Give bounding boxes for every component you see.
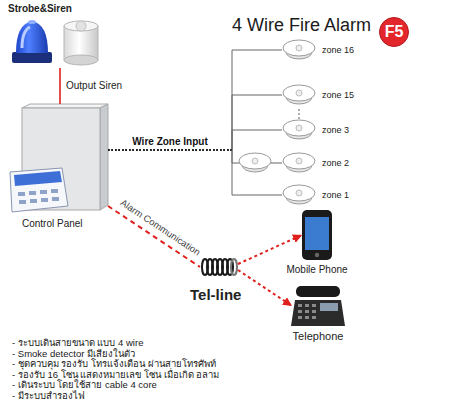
- strobe-light: [12, 20, 52, 63]
- node-label: Strobe&Siren: [8, 3, 72, 15]
- note-line: - ระบบเดินสายขนาด แบบ 4 wire: [12, 338, 143, 349]
- node-label: zone 3: [322, 125, 349, 135]
- telephone: Telephone: [292, 286, 344, 326]
- tel-line-coil: [202, 259, 237, 275]
- node-label: zone 1: [322, 190, 349, 200]
- connector-line: [232, 130, 282, 150]
- keypad-display: [14, 171, 62, 186]
- connector-line: [108, 149, 232, 150]
- node-label: Tel-line: [190, 286, 241, 303]
- connector-line: [108, 206, 200, 267]
- connector-label: Alarm Communication: [117, 197, 203, 259]
- keypad-body: [10, 168, 68, 212]
- detector-shape: [282, 84, 316, 106]
- mobile-phone-icon: [302, 210, 332, 260]
- connector-line: [108, 149, 232, 150]
- connector-line: [108, 149, 232, 150]
- node-label: zone 2: [322, 158, 349, 168]
- siren-horn: [76, 21, 86, 31]
- smoke-detector: zone 15: [282, 84, 316, 106]
- keypad: [10, 168, 68, 212]
- connector-line: [238, 270, 292, 306]
- smoke-detector: zone 3: [282, 119, 316, 141]
- f5-badge: F5: [379, 17, 409, 47]
- connector: [108, 206, 200, 267]
- smoke-detector: zone 16: [282, 39, 316, 61]
- connector-line: [108, 149, 232, 150]
- tel-line: Tel-line: [200, 256, 238, 278]
- note-line: - ชุดควบคุม รองรับ โทรแจ้งเตือน ผ่านสายโ…: [12, 359, 216, 370]
- node-label: Mobile Phone: [286, 264, 347, 276]
- phone-button: [315, 253, 319, 257]
- node-label: Control Panel: [22, 218, 83, 230]
- siren: [64, 21, 98, 65]
- node-label: zone 15: [322, 90, 354, 100]
- connector: [108, 95, 282, 150]
- smoke-detector: zone 2: [282, 152, 316, 174]
- connector-line: [232, 50, 282, 150]
- connector: [238, 235, 302, 264]
- note-line: - มีระบบสำรองไฟ: [12, 391, 85, 402]
- connector-line: [232, 95, 282, 150]
- node-label: zone 16: [322, 45, 354, 55]
- phone-screen: [305, 217, 329, 250]
- extra-smoke-detector: [239, 153, 271, 172]
- connector-line: [238, 235, 302, 264]
- connector: [238, 270, 292, 306]
- note-line: - รองรับ 16 โซน แสดงหมายเลข โซน เมื่อเกิ…: [12, 370, 219, 381]
- connector: [108, 150, 282, 195]
- strobe-siren: Strobe&Siren: [6, 2, 106, 68]
- note-line: - Smoke detector มีเสียงในตัว: [12, 349, 135, 360]
- connector: [108, 50, 282, 150]
- strobe-base: [12, 52, 52, 63]
- detector-shape: [282, 119, 316, 141]
- smoke-detector: zone 1: [282, 184, 316, 206]
- strobe-highlight: [22, 27, 30, 48]
- telephone-base: [291, 300, 345, 326]
- strobe-top: [28, 20, 36, 24]
- keypad-buttons: [18, 189, 59, 204]
- siren-top: [64, 21, 98, 31]
- connector-line: [59, 68, 61, 104]
- panel-side: [100, 104, 108, 210]
- control-panel: Control Panel: [8, 104, 108, 214]
- diagram-title: 4 Wire Fire Alarm: [232, 15, 371, 36]
- node-label: F5: [385, 23, 404, 41]
- node-label: Telephone: [293, 330, 344, 343]
- connector-line: [232, 150, 282, 195]
- connector-label: Output Siren: [66, 80, 122, 92]
- telephone-display: [320, 303, 338, 311]
- telephone-icon: [291, 286, 345, 326]
- connector: [108, 130, 282, 150]
- connector-line: [108, 149, 232, 150]
- note-line: - เดินระบบ โดยใช้สาย cable 4 core: [12, 380, 157, 391]
- panel-top: [22, 104, 108, 108]
- mobile-phone: Mobile Phone: [302, 210, 332, 260]
- detector-shape: [282, 152, 316, 174]
- phone-body: [302, 210, 332, 260]
- telephone-handset: [296, 286, 340, 297]
- strobe-dome: [16, 21, 48, 53]
- detector-shape: [282, 39, 316, 61]
- connector-label: Wire Zone Input: [132, 136, 207, 148]
- telephone-keys: [298, 304, 316, 319]
- siren-bottom: [64, 55, 98, 65]
- elision-mark: [298, 109, 299, 120]
- detector-shape: [282, 184, 316, 206]
- connector: [60, 68, 61, 104]
